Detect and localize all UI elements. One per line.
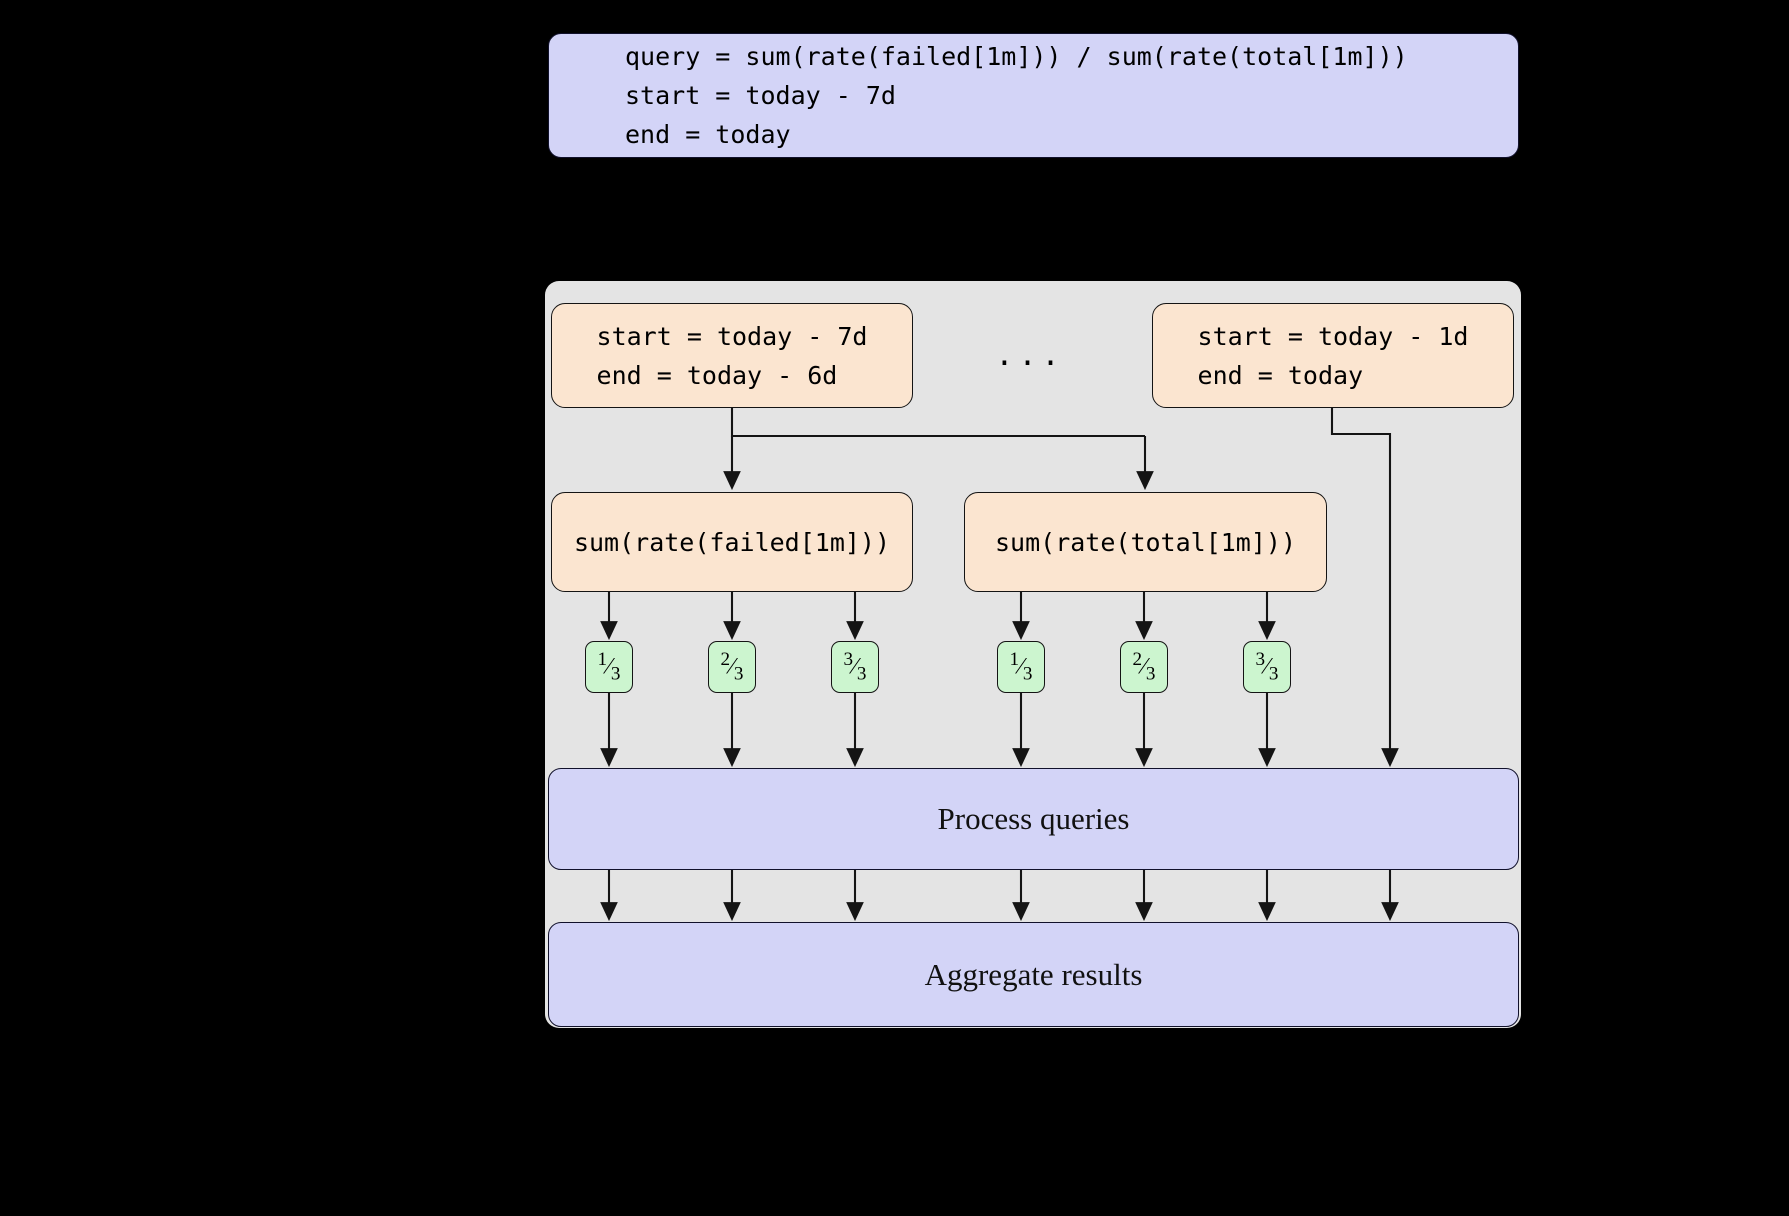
promql-node-total: sum(rate(total[1m])) xyxy=(964,492,1327,592)
shard-chip-total-2: 2⁄3 xyxy=(1120,641,1168,693)
shard-chip-failed-1: 1⁄3 xyxy=(585,641,633,693)
promql-node-total-label: sum(rate(total[1m])) xyxy=(994,527,1297,557)
split-range-first-start: start = today - 7d xyxy=(596,321,868,351)
shard-chip-total-1: 1⁄3 xyxy=(997,641,1045,693)
split-range-last-end: end = today xyxy=(1197,360,1364,390)
shard-chip-failed-2-label: 2⁄3 xyxy=(720,649,744,685)
split-range-box-last: start = today - 1d end = today xyxy=(1152,303,1514,408)
shard-chip-total-3-label: 3⁄3 xyxy=(1255,649,1279,685)
split-range-box-first: start = today - 7d end = today - 6d xyxy=(551,303,913,408)
query-spec-line-1: query = sum(rate(failed[1m])) / sum(rate… xyxy=(625,42,1408,71)
shard-chip-failed-3: 3⁄3 xyxy=(831,641,879,693)
stage-process-queries-label: Process queries xyxy=(937,801,1130,836)
stage-aggregate-results: Aggregate results xyxy=(548,922,1519,1027)
promql-node-failed: sum(rate(failed[1m])) xyxy=(551,492,913,592)
shard-chip-failed-1-label: 1⁄3 xyxy=(597,649,621,685)
shard-chip-total-3: 3⁄3 xyxy=(1243,641,1291,693)
split-range-last-start: start = today - 1d xyxy=(1197,321,1469,351)
query-spec-line-2: start = today - 7d xyxy=(625,81,896,110)
split-range-first-end: end = today - 6d xyxy=(596,360,838,390)
stage-aggregate-results-label: Aggregate results xyxy=(924,956,1143,992)
query-spec-box: query = sum(rate(failed[1m])) / sum(rate… xyxy=(548,33,1519,158)
split-range-ellipsis: ... xyxy=(995,337,1065,373)
stage-process-queries: Process queries xyxy=(548,768,1519,870)
query-spec-line-3: end = today xyxy=(625,120,791,149)
shard-chip-failed-3-label: 3⁄3 xyxy=(843,649,867,685)
promql-node-failed-label: sum(rate(failed[1m])) xyxy=(573,527,891,557)
shard-chip-total-1-label: 1⁄3 xyxy=(1009,649,1033,685)
shard-chip-failed-2: 2⁄3 xyxy=(708,641,756,693)
shard-chip-total-2-label: 2⁄3 xyxy=(1132,649,1156,685)
